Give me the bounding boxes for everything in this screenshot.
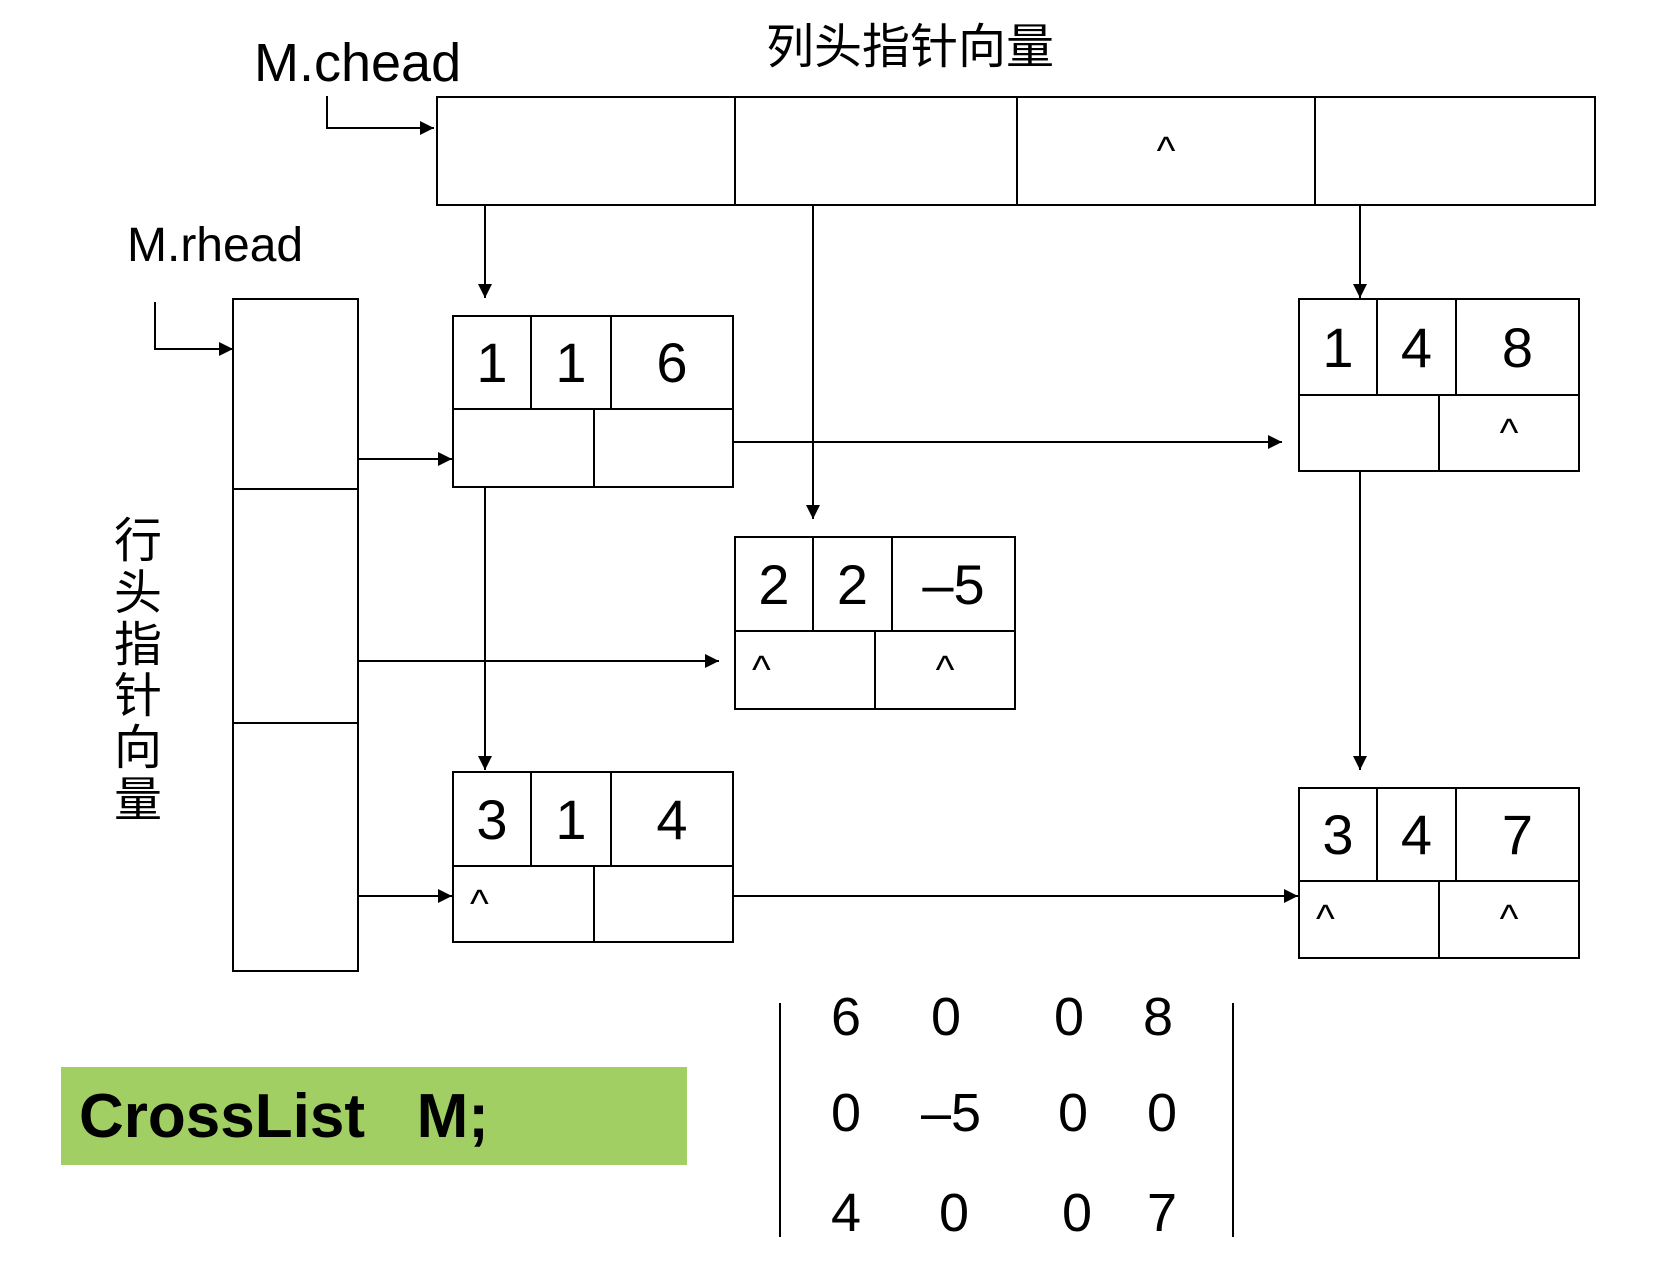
node-row-index: 1	[1300, 300, 1378, 396]
node-value: 7	[1457, 789, 1578, 882]
node-row-index: 3	[454, 773, 532, 867]
matrix-cell: 4	[830, 1183, 862, 1243]
node-right-pointer-null: ^	[1499, 410, 1519, 455]
matrix-cell: 0	[930, 987, 962, 1047]
matrix-cell: 7	[1146, 1183, 1178, 1243]
row-head-vector	[232, 298, 359, 972]
matrix-cell: 0	[1061, 1183, 1093, 1243]
node-col-index: 1	[532, 317, 612, 410]
node-col-index: 2	[814, 538, 893, 632]
column-head-vector: ^	[436, 96, 1596, 206]
node-value: 4	[612, 773, 732, 867]
node-1-4: 1 4 8 ^	[1298, 298, 1580, 472]
node-value: 8	[1457, 300, 1578, 396]
node-3-1: 3 1 4 ^	[452, 771, 734, 943]
node-right-pointer-null: ^	[1499, 897, 1519, 941]
column-head-3-null: ^	[1156, 128, 1176, 173]
node-row-index: 1	[454, 317, 532, 410]
node-value: –5	[893, 538, 1014, 632]
node-row-index: 3	[1300, 789, 1378, 882]
matrix-cell: –5	[920, 1083, 982, 1143]
node-down-pointer-null: ^	[454, 867, 595, 941]
node-value: 6	[612, 317, 732, 410]
matrix-cell: 0	[938, 1183, 970, 1243]
node-col-index: 4	[1378, 300, 1457, 396]
node-col-index: 4	[1378, 789, 1457, 882]
column-head-divider	[734, 98, 736, 204]
column-head-divider	[1016, 98, 1018, 204]
row-head-divider	[234, 488, 357, 490]
row-vector-title: 行头指针向量	[113, 515, 162, 828]
chead-label: M.chead	[254, 33, 462, 93]
node-down-pointer-null: ^	[1300, 882, 1440, 957]
matrix-cell: 0	[830, 1083, 862, 1143]
node-right-pointer	[595, 867, 732, 941]
node-row-index: 2	[736, 538, 814, 632]
column-vector-title: 列头指针向量	[766, 21, 1055, 74]
matrix-cell: 0	[1057, 1083, 1089, 1143]
matrix-cell: 0	[1053, 987, 1085, 1047]
node-3-4: 3 4 7 ^ ^	[1298, 787, 1580, 959]
node-down-pointer	[454, 410, 595, 486]
node-down-pointer-null: ^	[736, 632, 876, 708]
matrix-left-bar	[779, 1003, 781, 1237]
matrix-cell: 0	[1146, 1083, 1178, 1143]
node-col-index: 1	[532, 773, 612, 867]
row-head-divider	[234, 722, 357, 724]
node-1-1: 1 1 6	[452, 315, 734, 488]
node-2-2: 2 2 –5 ^ ^	[734, 536, 1016, 710]
node-right-pointer-null: ^	[935, 647, 955, 692]
matrix-cell: 8	[1142, 987, 1174, 1047]
rhead-label: M.rhead	[127, 219, 304, 272]
node-down-pointer	[1300, 396, 1440, 470]
node-right-pointer	[595, 410, 732, 486]
declaration-banner: CrossList M;	[61, 1067, 687, 1165]
column-head-divider	[1314, 98, 1316, 204]
matrix-right-bar	[1232, 1003, 1234, 1237]
matrix-cell: 6	[830, 987, 862, 1047]
declaration-code: CrossList M;	[79, 1081, 489, 1151]
